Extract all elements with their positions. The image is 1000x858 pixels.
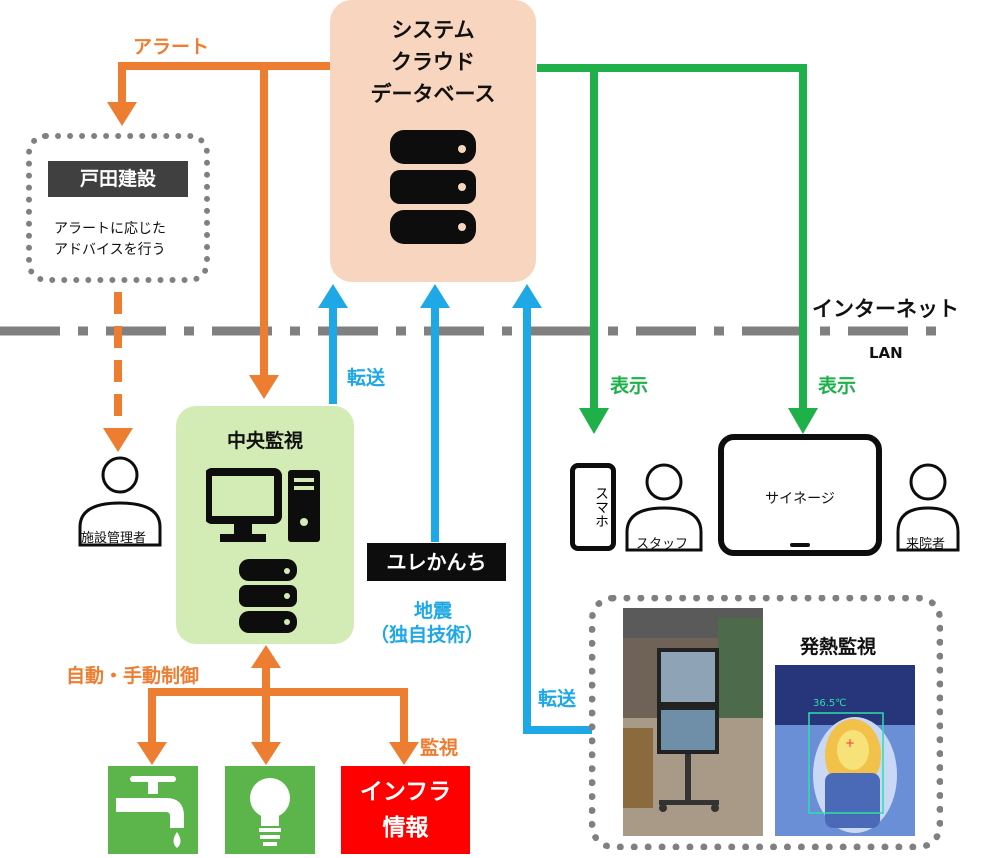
person-icon <box>625 463 703 552</box>
display-label-phone: 表示 <box>610 375 649 397</box>
faucet-tile <box>108 766 198 854</box>
fever-monitoring-box <box>589 595 943 850</box>
advice-arrowhead <box>103 428 133 452</box>
database-icon <box>390 130 476 244</box>
toda-construction-box: 戸田建設 アラートに応じた アドバイスを行う <box>26 133 210 283</box>
auto-control-label: 自動・手動制御 <box>66 665 200 687</box>
desktop-computer-icon <box>206 468 320 542</box>
display-phone-arrowhead <box>579 408 609 434</box>
central-transfer-arrowhead <box>318 284 348 308</box>
svg-text:+: + <box>845 736 855 750</box>
monitor-infra-arrowhead <box>389 742 419 765</box>
staff-label: スタッフ <box>636 537 689 552</box>
visitor-label: 来院者 <box>906 537 946 552</box>
lan-label: LAN <box>869 344 903 362</box>
toda-name: 戸田建設 <box>48 161 188 197</box>
central-title: 中央監視 <box>226 430 303 452</box>
display-signage-arrowhead <box>788 408 818 434</box>
transfer-label-bottom: 転送 <box>538 688 577 710</box>
alert-label: アラート <box>133 36 210 58</box>
cloud-title: システム クラウド データベース <box>370 18 496 106</box>
central-monitoring-box: 中央監視 <box>176 406 354 644</box>
fever-monitoring-title: 発熱監視 <box>800 636 877 658</box>
database-icon <box>239 559 297 633</box>
control-light-arrowhead <box>251 742 281 765</box>
faucet-icon <box>116 776 184 848</box>
alert-line <box>118 62 330 105</box>
display-line <box>537 64 807 412</box>
heat-transfer-arrowhead <box>512 284 542 308</box>
internet-label: インターネット <box>812 297 959 321</box>
toda-description: アラートに応じた アドバイスを行う <box>54 221 166 258</box>
central-arrowhead <box>249 375 279 399</box>
control-water-arrowhead <box>137 742 167 765</box>
signage-label: サイネージ <box>765 491 835 507</box>
temperature-readout: 36.5℃ <box>813 698 847 709</box>
cloud-database-box: システム クラウド データベース <box>330 0 536 282</box>
control-up-arrowhead <box>251 645 281 668</box>
infrastructure-info-tile: インフラ 情報 <box>341 766 470 854</box>
phone-label: スマホ <box>593 486 609 528</box>
facility-manager-label: 施設管理者 <box>81 531 147 546</box>
yure-kanchi-badge: ユレかんち <box>367 543 506 581</box>
signage-display: サイネージ <box>718 434 882 556</box>
heat-transfer-line <box>523 306 592 734</box>
signage-photo <box>623 608 763 836</box>
light-tile <box>225 766 315 854</box>
person-icon <box>896 463 960 552</box>
earthquake-label-2: （独自技術） <box>370 624 485 646</box>
transfer-label-top: 転送 <box>347 367 386 389</box>
display-label-signage: 表示 <box>818 375 857 397</box>
alert-arrowhead <box>107 102 137 126</box>
earthquake-label-1: 地震 <box>414 600 453 622</box>
monitor-label: 監視 <box>420 737 459 759</box>
thermal-camera-photo: + 36.5℃ <box>775 665 915 836</box>
earthquake-transfer-arrowhead <box>420 284 450 308</box>
smartphone-icon: スマホ <box>570 463 616 551</box>
person-icon <box>78 456 162 547</box>
light-bulb-icon <box>250 778 290 846</box>
